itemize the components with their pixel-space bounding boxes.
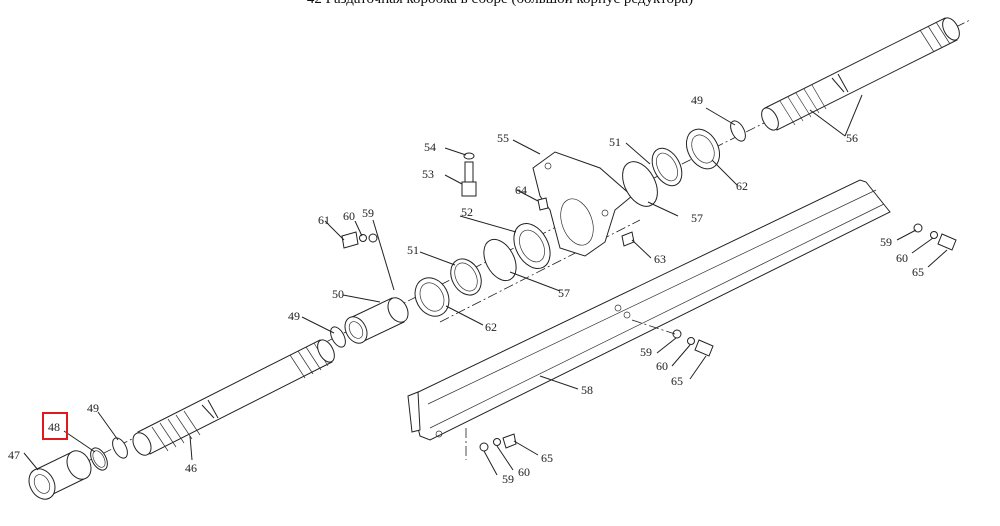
- part-56-shaft: [761, 17, 960, 131]
- label-58: 58: [581, 383, 593, 397]
- diagram-title: 42 Раздаточная коробка в сборе (большой …: [0, 0, 1000, 8]
- part-51-ring-upper: [651, 147, 683, 187]
- label-53: 53: [422, 167, 434, 181]
- label-65: 65: [541, 451, 553, 465]
- highlight-box-48: [42, 412, 68, 440]
- part-63-fitting: [621, 231, 635, 247]
- part-58-rail: [407, 179, 891, 441]
- part-62-washer-lower: [414, 277, 450, 317]
- label-59: 59: [362, 206, 374, 220]
- label-60: 60: [656, 359, 668, 373]
- part-51-ring-lower: [450, 258, 482, 296]
- part-62-washer-upper: [685, 128, 721, 170]
- part-55-housing: [532, 151, 633, 257]
- label-60: 60: [896, 251, 908, 265]
- label-65: 65: [671, 374, 683, 388]
- label-50: 50: [332, 287, 344, 301]
- part-59-60-65-group-right: [913, 223, 957, 251]
- label-59: 59: [502, 472, 514, 486]
- part-46-shaft: [132, 339, 335, 456]
- part-48-ring: [90, 447, 108, 471]
- label-61: 61: [318, 213, 330, 227]
- part-labels: 47 48 49 46 49 50 61 60 59 51 62 57 52 5…: [8, 93, 924, 486]
- part-57-circlip-lower: [483, 238, 517, 282]
- label-46: 46: [185, 461, 197, 475]
- label-64: 64: [515, 183, 527, 197]
- leader-lines: [23, 94, 948, 476]
- label-47: 47: [8, 448, 20, 462]
- label-49: 49: [691, 93, 703, 107]
- part-52-bearing: [513, 223, 551, 269]
- part-49-ring-middle: [330, 326, 346, 348]
- part-49-ring-upper: [730, 120, 746, 142]
- part-59-60-65-group-middle: [631, 319, 714, 357]
- part-57-circlip-upper: [622, 161, 658, 207]
- label-56: 56: [846, 131, 858, 145]
- label-59: 59: [880, 235, 892, 249]
- part-49-ring-lower: [112, 437, 128, 459]
- label-59: 59: [640, 345, 652, 359]
- part-59-60-65-group-bottom: [465, 428, 517, 460]
- part-53-54-bolt: [461, 152, 477, 197]
- part-61-60-59-group-left: [341, 231, 378, 249]
- part-64-fitting: [537, 197, 549, 211]
- label-60: 60: [518, 465, 530, 479]
- label-57: 57: [558, 286, 570, 300]
- label-49: 49: [87, 401, 99, 415]
- label-63: 63: [654, 252, 666, 266]
- label-57: 57: [691, 211, 703, 225]
- label-51: 51: [609, 135, 621, 149]
- label-60: 60: [343, 209, 355, 223]
- label-54: 54: [424, 140, 436, 154]
- label-51: 51: [407, 243, 419, 257]
- part-47-sleeve: [28, 450, 92, 500]
- label-62: 62: [736, 179, 748, 193]
- part-50-bushing: [344, 297, 409, 344]
- label-65: 65: [912, 265, 924, 279]
- label-52: 52: [461, 205, 473, 219]
- label-48: 48: [48, 420, 60, 434]
- label-62: 62: [485, 320, 497, 334]
- label-49: 49: [288, 309, 300, 323]
- label-55: 55: [497, 131, 509, 145]
